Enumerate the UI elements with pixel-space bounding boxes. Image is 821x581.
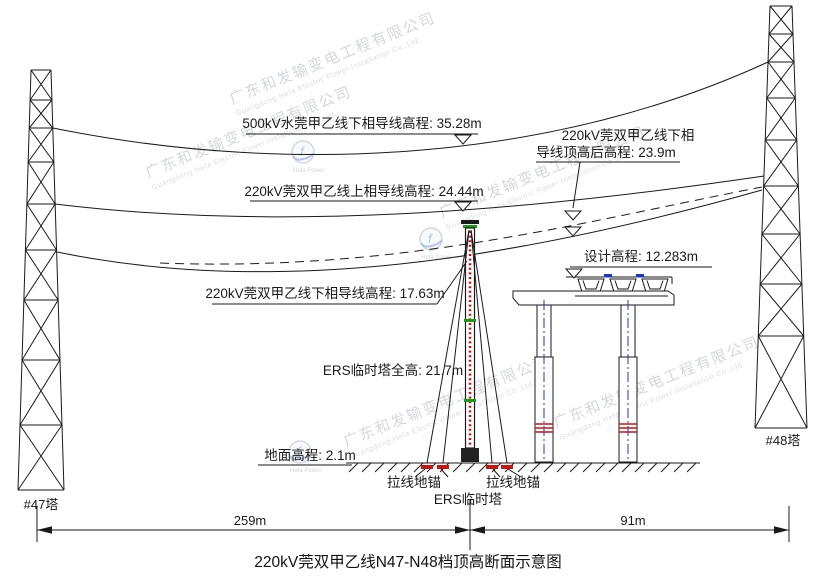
label-tower-47: #47塔: [24, 497, 59, 512]
elevation-marker-icon: [563, 226, 583, 237]
elevation-marker-icon: [453, 134, 473, 145]
label-220kv-raised-line1: 220kV莞双甲乙线下相: [562, 128, 695, 143]
conductor-220kv-upper-line: [54, 175, 765, 218]
label-ers-height: ERS临时塔全高: 21.7m: [323, 362, 463, 378]
guy-anchors: [421, 465, 513, 469]
anchor-leader-lines: [414, 468, 522, 478]
dimension-lines: 259m 91m: [36, 500, 790, 550]
watermark-layer: 广东和发输变电工程有限公司 Guangdong Hefa Electric Po…: [143, 9, 762, 474]
bridge-structure: [512, 274, 675, 463]
label-220kv-lower-elevation: 220kV莞双甲乙线下相导线高程: 17.63m: [205, 285, 444, 301]
ers-temporary-mast: [461, 220, 479, 462]
label-guy-anchor-right: 拉线地锚: [486, 475, 540, 490]
watermark-logo-icon: f Hefa Power: [291, 140, 324, 174]
pier-cap: [512, 290, 675, 306]
dim-arrow-icon: [37, 526, 52, 534]
ground-hatching: [348, 462, 697, 473]
label-500kv-elevation: 500kV水莞甲乙线下相导线高程: 35.28m: [242, 115, 481, 131]
girder-marker: [636, 274, 644, 278]
label-220kv-raised-line2: 导线顶高后高程: 23.9m: [536, 144, 676, 160]
elevation-marker-icon: [563, 210, 583, 221]
column-red-bands: [535, 423, 637, 433]
svg-text:Hefa Power: Hefa Power: [290, 468, 321, 474]
watermark-text-en: Guangdong Hefa Electric Power Installati…: [348, 378, 536, 461]
dim-arrow-icon: [774, 526, 789, 534]
elevation-marker-icon: [453, 201, 473, 212]
pier-columns: [534, 300, 638, 463]
span-left-dimension: 259m: [234, 513, 267, 528]
label-ers-tower: ERS临时塔: [434, 492, 503, 507]
label-tower-48: #48塔: [766, 433, 801, 448]
conductor-500kv-line: [52, 61, 769, 156]
dim-arrow-icon: [470, 526, 485, 534]
label-220kv-upper-elevation: 220kV莞双甲乙线上相导线高程: 24.44m: [244, 183, 483, 199]
svg-text:f: f: [300, 144, 305, 159]
svg-text:Hefa Power: Hefa Power: [293, 168, 324, 174]
drawing-title: 220kV莞双甲乙线N47-N48档顶高断面示意图: [254, 552, 561, 571]
watermark-text-en: Guangdong Hefa Electric Power Installati…: [558, 359, 746, 442]
svg-text:f: f: [428, 231, 433, 246]
span-right-dimension: 91m: [620, 513, 645, 528]
watermark-logo-icon: f Hefa Power: [419, 227, 452, 261]
watermark-logo-icon: f Hefa Power: [288, 440, 321, 474]
elevation-labels: 500kV水莞甲乙线下相导线高程: 35.28m 220kV莞双甲乙线上相导线高…: [205, 115, 712, 466]
conductor-220kv-lower-line: [56, 189, 763, 273]
svg-text:Hefa Power: Hefa Power: [421, 255, 452, 261]
transmission-tower-47: [17, 69, 65, 491]
conductor-220kv-lower-raised-dashed-line: [159, 186, 763, 265]
watermark-text: 广东和发输变电工程有限公司: [551, 333, 762, 432]
label-guy-anchor-left: 拉线地锚: [387, 475, 441, 490]
dim-arrow-icon: [455, 526, 470, 534]
svg-text:f: f: [297, 444, 302, 459]
transmission-tower-48: [754, 5, 808, 429]
girder-marker: [604, 274, 612, 278]
label-ground-elevation: 地面高程: 2.1m: [264, 447, 356, 463]
bridge-girders: [577, 278, 669, 293]
label-design-elevation: 设计高程: 12.283m: [584, 248, 698, 264]
elevation-marker-icon: [564, 268, 584, 279]
